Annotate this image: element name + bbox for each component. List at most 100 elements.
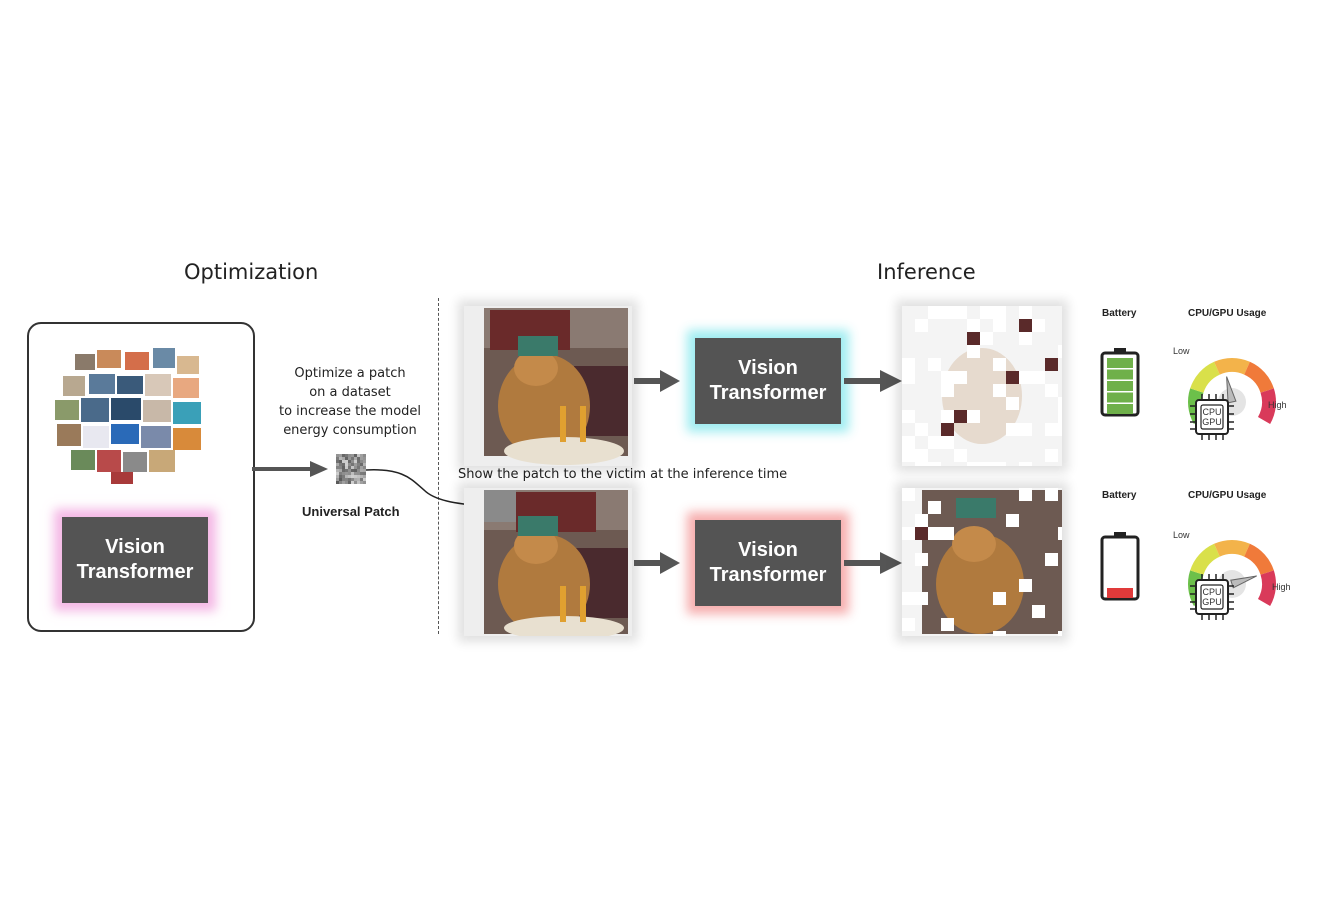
dropped-token (1058, 345, 1071, 358)
row2-usage-gauge: Low High CPU GPU (1170, 518, 1300, 626)
battery-cell (1107, 404, 1133, 414)
dropped-token (941, 371, 954, 384)
dropped-token (954, 306, 967, 319)
dropped-token (1058, 423, 1071, 436)
gauge-segment (1214, 358, 1250, 375)
dropped-token (1032, 371, 1045, 384)
inference-heading: Inference (877, 260, 976, 284)
dropped-token (941, 306, 954, 319)
dropped-token (902, 410, 915, 423)
dropped-token (967, 319, 980, 332)
row2-battery-title: Battery (1102, 490, 1137, 501)
dropped-token (993, 631, 1006, 644)
dropped-token (954, 449, 967, 462)
row2-usage-title: CPU/GPU Usage (1188, 490, 1267, 501)
dropped-token (967, 345, 980, 358)
dropped-token (915, 553, 928, 566)
chip-gpu-label: GPU (1202, 417, 1222, 427)
dropped-token (915, 423, 928, 436)
dropped-token (902, 527, 915, 540)
dropped-token (941, 384, 954, 397)
dropped-token (928, 501, 941, 514)
dropped-token (1019, 319, 1032, 332)
dropped-token (902, 371, 915, 384)
section-divider (438, 298, 439, 634)
gauge-needle (1230, 575, 1257, 589)
row2-model-label: Vision Transformer (709, 539, 827, 586)
dropped-token (967, 332, 980, 345)
dropped-token (928, 306, 941, 319)
dropped-token (1058, 410, 1071, 423)
optimization-model-box: Vision Transformer (62, 517, 208, 603)
gauge-low-label: Low (1173, 530, 1190, 540)
gauge-segment (1214, 540, 1250, 557)
dropped-token (1032, 319, 1045, 332)
dropped-token (915, 514, 928, 527)
optimization-model-label: Vision Transformer (76, 536, 194, 583)
gauge-segment (1244, 543, 1274, 575)
gauge-low-label: Low (1173, 346, 1190, 356)
gauge-segment (1257, 388, 1276, 424)
gauge-segment (1190, 543, 1220, 575)
battery-cell (1107, 392, 1133, 403)
show-patch-caption: Show the patch to the victim at the infe… (458, 467, 788, 482)
dropped-token (1019, 306, 1032, 319)
optimize-caption-line: to increase the model (278, 404, 422, 419)
dropped-token (1045, 553, 1058, 566)
row1-output-image (902, 306, 1071, 475)
optimize-caption-line: Optimize a patch (294, 366, 406, 381)
dropped-token (967, 410, 980, 423)
optimization-arrow (252, 461, 328, 477)
dropped-token (1045, 358, 1058, 371)
dropped-token (902, 449, 915, 462)
optimization-panel: Vision Transformer (27, 322, 255, 632)
dropped-token (954, 371, 967, 384)
dropped-token (993, 592, 1006, 605)
gauge-segment (1257, 570, 1276, 606)
row1-model-box: Vision Transformer (695, 338, 841, 424)
dropped-token (1019, 371, 1032, 384)
chip-gpu-label: GPU (1202, 597, 1222, 607)
universal-patch (336, 454, 366, 484)
dropped-token (1006, 423, 1019, 436)
dropped-token (1058, 397, 1071, 410)
gauge-segment (1190, 361, 1220, 393)
row2-arrow-in (634, 552, 680, 574)
row2-arrow-out (844, 552, 902, 574)
dropped-token (928, 436, 941, 449)
optimize-caption-line: on a dataset (309, 385, 391, 400)
dropped-token (1019, 423, 1032, 436)
dropped-token (980, 306, 993, 319)
dropped-token (1019, 462, 1032, 475)
battery-cell (1107, 381, 1133, 391)
row1-arrow-in (634, 370, 680, 392)
row1-model-label: Vision Transformer (709, 357, 827, 404)
dropped-token (928, 527, 941, 540)
dropped-token (941, 618, 954, 631)
dataset-images (55, 348, 201, 484)
dropped-token (902, 618, 915, 631)
dropped-token (915, 462, 928, 475)
dropped-token (993, 384, 1006, 397)
dropped-token (902, 358, 915, 371)
gauge-high-label: High (1272, 582, 1291, 592)
battery-cell (1107, 588, 1133, 598)
dropped-token (915, 449, 928, 462)
dropped-token (1032, 605, 1045, 618)
dropped-token (928, 358, 941, 371)
gauge-needle (1226, 376, 1237, 404)
dropped-token (928, 462, 941, 475)
dropped-token (993, 306, 1006, 319)
optimize-caption-line: energy consumption (283, 423, 417, 438)
cpu-gpu-chip-icon: CPU GPU (1190, 574, 1234, 620)
battery-cell (1107, 358, 1133, 368)
dropped-token (1006, 371, 1019, 384)
dropped-token (902, 488, 915, 501)
dropped-token (1045, 449, 1058, 462)
dropped-token (902, 592, 915, 605)
dropped-token (1019, 488, 1032, 501)
chip-cpu-label: CPU (1202, 407, 1222, 417)
row2-output-image (902, 488, 1071, 644)
optimization-heading: Optimization (184, 260, 319, 284)
dropped-token (993, 319, 1006, 332)
